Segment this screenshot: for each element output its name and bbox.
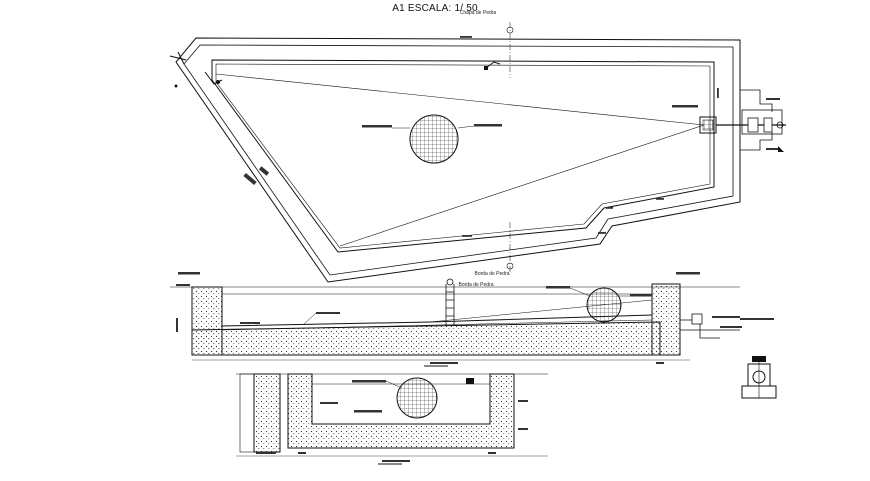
leader-line: [569, 287, 591, 297]
equipment-room: [741, 109, 783, 135]
skimmer-mark: [484, 66, 488, 70]
section-piping: [680, 319, 740, 339]
text-label-block: [630, 294, 652, 297]
plan-label-top: Chapa de Pedra: [460, 10, 497, 16]
dim-text: [518, 428, 528, 430]
section-drain-symbol: [586, 287, 622, 323]
longitudinal-section: Borda de Pedra: [170, 272, 774, 367]
cross-left-edge: [239, 373, 255, 453]
valve-detail: [741, 356, 777, 399]
cut-label: [382, 460, 410, 462]
plan-outer-edge: [175, 37, 741, 283]
valve-symbol: [776, 121, 784, 129]
dim-text: [656, 362, 664, 364]
equipment-outline: [740, 89, 773, 151]
text-label-block: [546, 286, 570, 289]
section-arrow: [778, 146, 784, 152]
text-label-block: [240, 322, 260, 324]
cross-basin-rubble: [287, 373, 515, 449]
leader-line: [457, 125, 475, 129]
text-label-block: [176, 284, 190, 286]
sheet-title: A1 ESCALA: 1/ 50: [392, 3, 478, 14]
section-label: Borda de Pedra: [458, 282, 493, 288]
text-label-block: [354, 410, 382, 413]
filter-symbol: [763, 117, 773, 133]
dim-text: [243, 172, 257, 186]
right-wall-rubble: [651, 283, 681, 356]
text-label-block: [362, 125, 392, 128]
text-label-block: [766, 98, 780, 100]
text-label-block: [740, 318, 774, 320]
dim-text: [656, 198, 664, 200]
text-label-block: [474, 124, 502, 127]
section-valve: [691, 313, 703, 325]
cross-skimmer: [466, 378, 474, 384]
leader-line: [385, 380, 403, 389]
text-label-block: [676, 272, 700, 275]
cross-drain-symbol: [396, 377, 438, 419]
dim-text: [717, 88, 719, 98]
pump-symbol: [747, 117, 759, 133]
dim-text: [176, 318, 178, 332]
dim-text: [462, 235, 472, 237]
dim-text: [298, 452, 306, 454]
cut-label: [430, 362, 458, 364]
text-label-block: [320, 402, 338, 404]
section-marker: [174, 84, 178, 88]
axis-marker: [506, 26, 514, 34]
drain-grid-symbol: [409, 114, 459, 164]
ladder-handrail: [446, 278, 454, 286]
plan-wall-edge: [183, 44, 734, 276]
text-label-block: [720, 326, 742, 328]
slope-line: [339, 124, 705, 247]
text-label-block: [352, 380, 386, 383]
text-label-block: [316, 312, 340, 314]
text-label-block: [672, 105, 698, 108]
dim-text: [258, 166, 270, 176]
plan-label-bottom: Borda de Pedra: [474, 271, 509, 277]
slope-line: [215, 73, 705, 126]
floor-slab-rubble: [191, 321, 661, 356]
return-mark: [216, 80, 220, 84]
plan-inner-edge: [211, 59, 715, 253]
dim-text: [606, 207, 613, 209]
valve-handle: [752, 356, 766, 362]
equipment-grid: [702, 119, 714, 131]
leader-line: [303, 312, 317, 325]
dim-text: [256, 452, 276, 454]
pool-plan: Chapa de Pedra Borda de Pedra: [169, 10, 786, 283]
cross-left-soil: [253, 373, 281, 453]
dim-text: [598, 232, 606, 234]
text-label-block: [766, 148, 780, 150]
skimmer-symbol: [485, 61, 501, 69]
axis-marker: [506, 262, 514, 270]
inner-floor-line-2: [221, 319, 653, 331]
inlet-symbol: [169, 51, 187, 65]
plan-inner-edge-2: [215, 63, 711, 249]
dim-text: [518, 400, 528, 402]
text-label-block: [712, 316, 740, 318]
cross-section: [236, 373, 548, 465]
ladder: [445, 284, 455, 326]
text-label-block: [178, 272, 200, 275]
dim-text: [488, 452, 496, 454]
dim-text: [460, 36, 472, 38]
